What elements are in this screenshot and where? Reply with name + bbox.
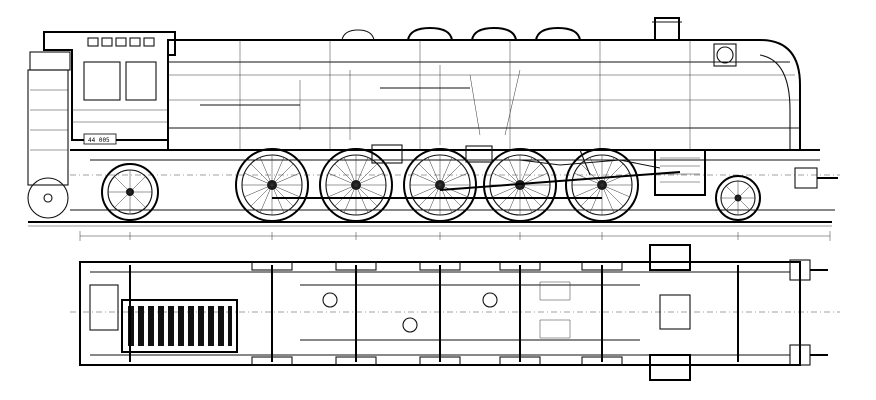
cylinder-block xyxy=(654,149,706,196)
chimney xyxy=(654,17,680,41)
driving-wheel xyxy=(319,148,393,222)
number-plate-text: 44 005 xyxy=(88,137,110,144)
driving-wheels xyxy=(235,148,639,222)
domes xyxy=(341,26,737,67)
leading-wheel xyxy=(715,175,761,221)
dimension-line xyxy=(79,231,831,241)
tender-section xyxy=(27,51,71,219)
plan-cylinder xyxy=(649,244,691,271)
driving-wheel xyxy=(403,148,477,222)
boiler xyxy=(167,39,801,151)
number-plate xyxy=(83,133,117,145)
cab-window xyxy=(83,61,121,101)
tender-wheel xyxy=(27,177,69,219)
plan-axles xyxy=(129,265,739,362)
connecting-rod xyxy=(439,171,681,191)
driving-wheel xyxy=(565,148,639,222)
dome xyxy=(471,26,517,41)
dome xyxy=(407,26,453,41)
driving-wheel xyxy=(235,148,309,222)
firebox-grate xyxy=(121,299,238,353)
plan-view xyxy=(70,244,840,381)
smokebox xyxy=(759,54,791,150)
trailing-wheel xyxy=(101,163,159,221)
plan-cylinder xyxy=(649,354,691,381)
cab: 44 005 xyxy=(43,31,176,145)
buffer-beam xyxy=(794,167,818,189)
side-elevation-view: 44 005 xyxy=(27,17,840,227)
dome xyxy=(535,26,581,41)
cab-window xyxy=(125,61,157,101)
plan-wheels xyxy=(251,261,623,366)
